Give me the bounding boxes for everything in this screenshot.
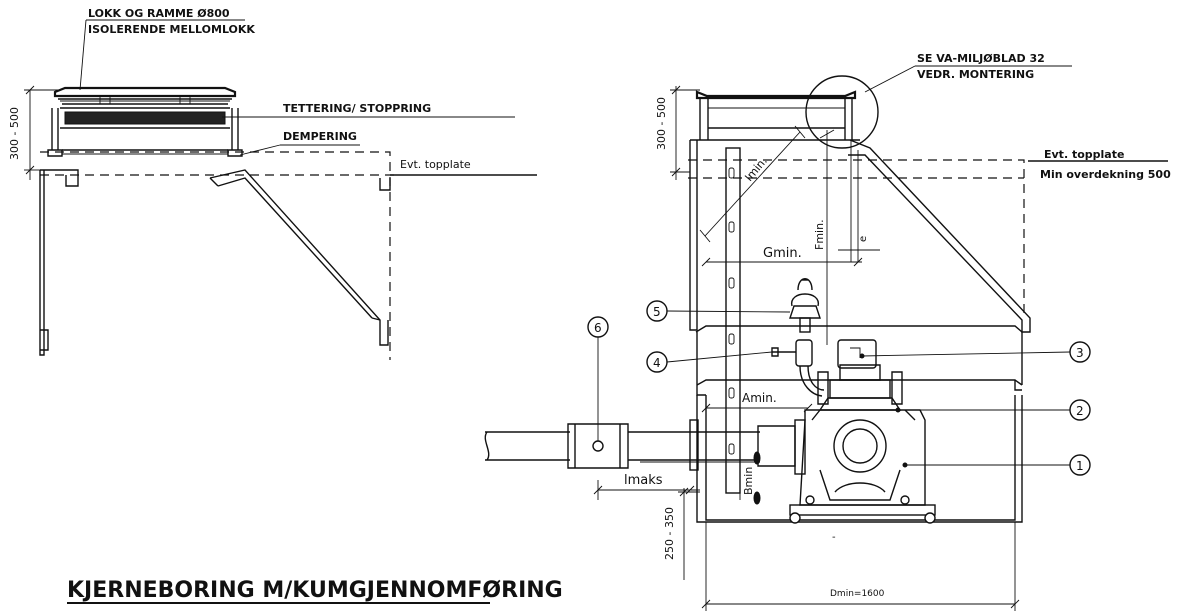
valve-box: [837, 339, 877, 369]
dim-bmin: Bmin: [742, 467, 755, 495]
right-section-view: SE VA-MILJØBLAD 32 VEDR. MONTERING Evt. …: [484, 52, 1171, 611]
ladder-rail: [725, 147, 741, 494]
label-damping: DEMPERING: [283, 130, 357, 143]
cone-wall-right: [209, 169, 389, 346]
callout-3: 3: [859, 341, 1091, 363]
svg-text:3: 3: [1076, 346, 1084, 360]
pipe-coupling: [567, 423, 629, 469]
dim-dmin: Dmin=1600: [830, 589, 885, 599]
svg-text:5: 5: [653, 305, 661, 319]
label-sealing-ring: TETTERING/ STOPPRING: [283, 102, 431, 115]
dim-fmin: Fmin.: [813, 219, 826, 250]
callout-5: 5: [646, 300, 791, 322]
svg-text:2: 2: [1076, 404, 1084, 418]
callout-2: 2: [895, 399, 1091, 421]
dim-imaks: lmaks: [624, 473, 663, 488]
label-min-cover: Min overdekning 500: [1040, 168, 1171, 181]
label-ref-line2: VEDR. MONTERING: [917, 68, 1034, 81]
svg-text:6: 6: [594, 321, 602, 335]
label-ref-line1: SE VA-MILJØBLAD 32: [917, 52, 1045, 65]
callout-6: 6: [587, 316, 609, 441]
dim-height-top: 300 - 500: [655, 97, 668, 150]
dim-height-left: 300 - 500: [8, 107, 21, 160]
left-wall: [39, 170, 45, 356]
inlet-pipe: [485, 431, 570, 461]
left-section-view: LOKK OG RAMME Ø800 ISOLERENDE MELLOMLOKK…: [8, 7, 537, 360]
pump-chamber: [705, 395, 1016, 521]
dim-e: e: [858, 236, 869, 242]
dim-height-bottom: 250 - 350: [663, 507, 676, 560]
dash-mark: -: [832, 532, 836, 543]
label-insulating-lid: ISOLERENDE MELLOMLOKK: [88, 23, 255, 36]
label-topplate-left: Evt. topplate: [400, 158, 471, 171]
cover-frame: [53, 86, 237, 98]
gauge-item: [771, 278, 821, 367]
label-cover-frame: LOKK OG RAMME Ø800: [88, 7, 230, 20]
dim-gmin: Gmin.: [763, 246, 802, 261]
dim-amin: Amin.: [742, 391, 777, 405]
detail-circle: [805, 75, 879, 149]
svg-text:1: 1: [1076, 459, 1084, 473]
callout-4: 4: [646, 351, 773, 373]
shaft-left-wall: [689, 140, 698, 331]
callout-1: 1: [902, 454, 1091, 476]
svg-text:4: 4: [653, 356, 661, 370]
label-topplate-right: Evt. topplate: [1044, 148, 1124, 161]
pump-assembly: [789, 339, 936, 524]
drawing-title: KJERNEBORING M/KUMGJENNOMFØRING: [67, 578, 563, 603]
sealing-ring: [64, 111, 226, 125]
